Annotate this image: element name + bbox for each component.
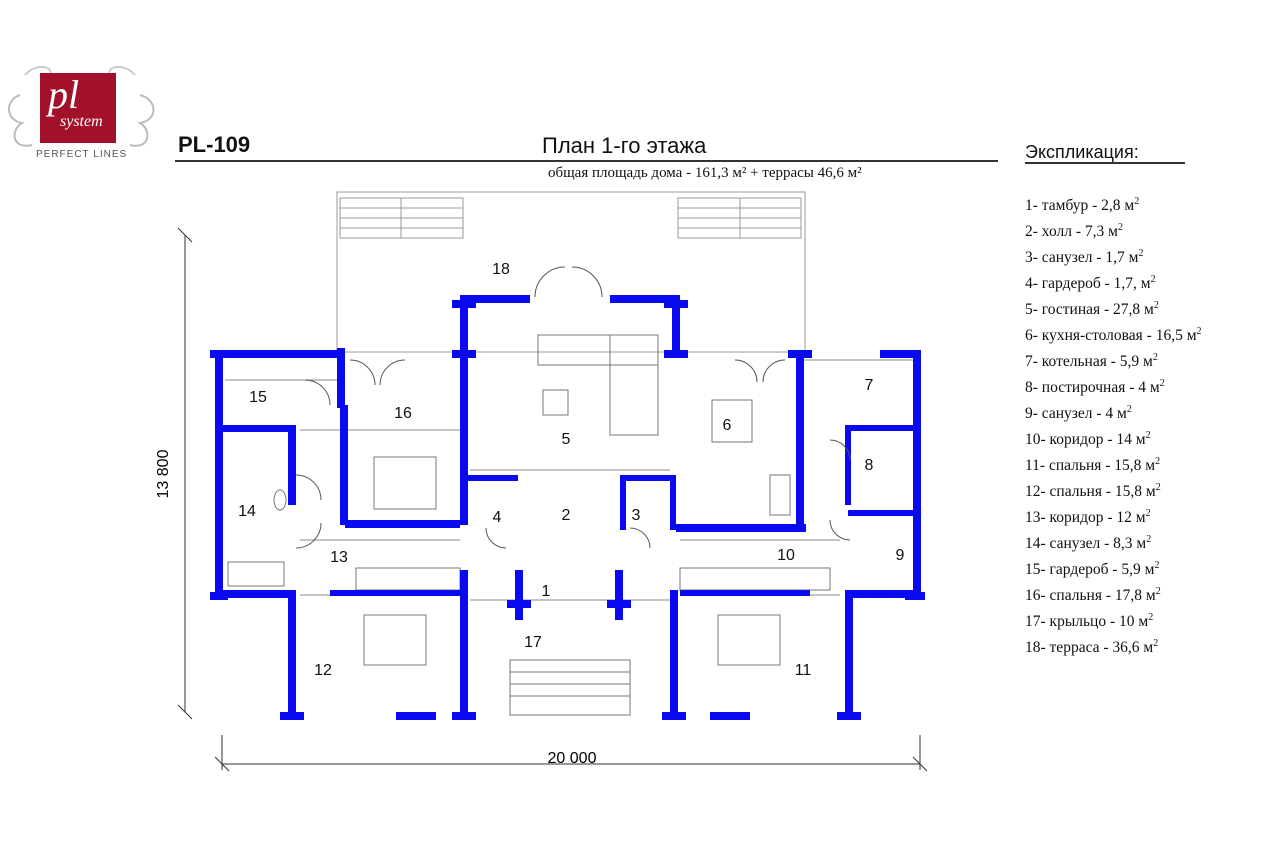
room-label: 1 xyxy=(542,583,551,600)
doors xyxy=(295,359,851,549)
room-label: 15 xyxy=(249,389,267,406)
terrace-steps xyxy=(339,197,802,239)
list-item: 6- кухня-столовая - 16,5 м2 xyxy=(1025,326,1202,345)
list-item: 5- гостиная - 27,8 м2 xyxy=(1025,300,1159,319)
interior-partitions xyxy=(225,354,915,601)
walls xyxy=(210,295,925,720)
list-item: 13- коридор - 12 м2 xyxy=(1025,508,1151,527)
room-label: 2 xyxy=(562,507,571,524)
list-item: 2- холл - 7,3 м2 xyxy=(1025,222,1123,241)
list-item: 12- спальня - 15,8 м2 xyxy=(1025,482,1161,501)
explication-list: 1- тамбур - 2,8 м2 2- холл - 7,3 м2 3- с… xyxy=(1025,193,1202,661)
list-item: 16- спальня - 17,8 м2 xyxy=(1025,586,1161,605)
brand-logo: pl system PERFECT LINES xyxy=(0,55,165,165)
list-item: 9- санузел - 4 м2 xyxy=(1025,404,1132,423)
room-label: 6 xyxy=(723,417,732,434)
area-summary: общая площадь дома - 161,3 м² + террасы … xyxy=(548,165,862,181)
page-title: План 1-го этажа xyxy=(542,133,707,158)
room-label: 18 xyxy=(492,261,510,278)
logo-mark: pl xyxy=(48,72,80,117)
width-dimension: 20 000 xyxy=(548,750,597,767)
dimension-lines xyxy=(177,227,928,772)
terrace-outline xyxy=(336,191,806,353)
room-label: 3 xyxy=(632,507,641,524)
room-label: 10 xyxy=(777,547,795,564)
explication-title: Экспликация: xyxy=(1025,142,1139,162)
room-label: 12 xyxy=(314,662,332,679)
depth-dimension: 13 800 xyxy=(155,449,172,498)
room-labels: 1 2 3 4 5 6 7 8 9 10 11 12 13 14 15 16 1… xyxy=(238,261,904,679)
list-item: 17- крыльцо - 10 м2 xyxy=(1025,612,1154,631)
list-item: 3- санузел - 1,7 м2 xyxy=(1025,248,1144,267)
list-item: 4- гардероб - 1,7, м2 xyxy=(1025,274,1156,293)
list-item: 14- санузел - 8,3 м2 xyxy=(1025,534,1152,553)
list-item: 15- гардероб - 5,9 м2 xyxy=(1025,560,1160,579)
list-item: 7- котельная - 5,9 м2 xyxy=(1025,352,1158,371)
furniture xyxy=(227,334,831,716)
explication-underline xyxy=(1025,162,1185,164)
room-label: 7 xyxy=(865,377,874,394)
room-label: 4 xyxy=(493,509,502,526)
terrace-door xyxy=(534,266,603,298)
list-item: 10- коридор - 14 м2 xyxy=(1025,430,1151,449)
title-underline xyxy=(175,160,998,162)
project-code: PL-109 xyxy=(178,132,251,157)
list-item: 11- спальня - 15,8 м2 xyxy=(1025,456,1161,475)
logo-badge xyxy=(40,73,116,143)
logo-word: system xyxy=(60,113,103,130)
list-item: 18- терраса - 36,6 м2 xyxy=(1025,638,1159,657)
room-label: 16 xyxy=(394,405,412,422)
room-label: 8 xyxy=(865,457,874,474)
room-label: 9 xyxy=(896,547,905,564)
room-label: 14 xyxy=(238,503,256,520)
room-label: 17 xyxy=(524,634,542,651)
room-label: 11 xyxy=(795,662,812,679)
list-item: 8- постирочная - 4 м2 xyxy=(1025,378,1165,397)
list-item: 1- тамбур - 2,8 м2 xyxy=(1025,196,1140,215)
logo-tagline: PERFECT LINES xyxy=(36,149,128,160)
floor-plan: 20 000 13 800 1 2 3 4 5 6 7 8 9 10 11 12… xyxy=(155,191,928,772)
room-label: 5 xyxy=(562,431,571,448)
room-label: 13 xyxy=(330,549,348,566)
